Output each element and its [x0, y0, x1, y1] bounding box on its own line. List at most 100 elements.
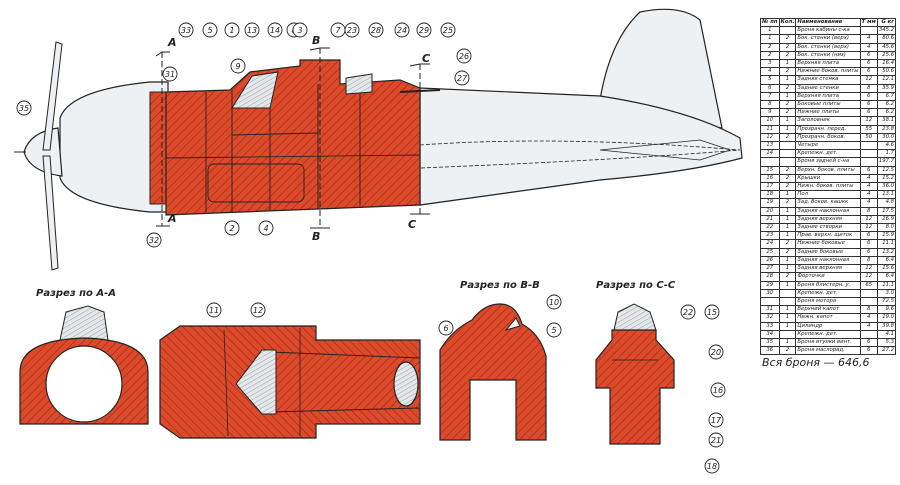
table-cell-w: 4.8	[876, 198, 897, 208]
callout-label: 26	[459, 52, 469, 61]
table-cell-pos: 2	[778, 247, 797, 257]
callout-circle	[162, 66, 178, 82]
table-cell-name: Броня кабины с-ка	[795, 26, 861, 36]
table-cell-w: 15.6	[876, 264, 897, 274]
section-bb: Разрез по B-B	[439, 280, 547, 441]
callout-label: 35	[19, 104, 29, 113]
table-cell-thk: 6	[859, 239, 878, 249]
table-cell-pos	[778, 329, 797, 339]
callout-circle	[230, 58, 246, 74]
callout-label: 9	[235, 62, 240, 71]
table-cell-name: Зад. боков. кашкк	[795, 198, 861, 208]
table-cell-w: 6.7	[876, 91, 897, 102]
callout-circle	[710, 382, 726, 398]
table-cell-w: 19.0	[876, 313, 897, 323]
callout-circle	[224, 220, 240, 236]
callout-label: 11	[209, 306, 219, 315]
table-cell-thk: 50	[859, 132, 878, 143]
table-cell-no: 1	[760, 26, 780, 36]
callout-label: 14	[270, 26, 280, 35]
section-bb-title: Разрез по B-B	[460, 280, 540, 291]
callout-circle	[368, 22, 384, 38]
table-cell-pos: 2	[778, 182, 797, 192]
armor-drawing: A A B B C C 3531335113148723282429252627…	[14, 8, 743, 474]
table-cell-pos: 1	[778, 214, 797, 225]
table-cell-no	[760, 157, 780, 167]
table-cell-name: Нижние боковые	[795, 239, 861, 249]
table-cell-pos: 2	[778, 239, 797, 249]
callout-circle	[250, 302, 266, 318]
table-cell-thk: 6	[859, 67, 878, 77]
table-cell-thk	[859, 288, 878, 298]
table-cell-w: 50.6	[876, 67, 897, 77]
table-cell-no: 18	[760, 190, 780, 200]
callout-circle	[292, 22, 308, 38]
callout-circle	[680, 304, 696, 320]
callout-label: 29	[419, 26, 429, 35]
table-cell-thk: 8	[859, 83, 878, 93]
section-bb-window	[504, 317, 521, 331]
table-cell-name: Прав. верхн. щиток	[795, 231, 861, 241]
callout-circle	[454, 70, 470, 86]
cowl-armor-ring	[149, 91, 167, 205]
table-cell-pos: 1	[778, 255, 797, 266]
table-cell-no: 33	[760, 321, 780, 331]
table-cell-thk: 4	[859, 198, 878, 208]
callout-circle	[224, 22, 240, 38]
table-cell-name: Крепежн. дет.	[795, 288, 861, 298]
callout-label: 18	[707, 462, 717, 471]
table-cell-name: Верхняя плита	[795, 59, 861, 69]
table-cell-name: Задняя стенка	[795, 75, 861, 85]
table-cell-name: Форточки	[795, 272, 861, 282]
table-cell-name: Задняя наклонная	[795, 255, 861, 266]
table-cell-thk: 12	[859, 264, 878, 274]
canopy-front-glass	[231, 71, 279, 109]
callout-label: 10	[549, 298, 559, 307]
table-cell-pos: 2	[778, 132, 797, 143]
table-cell-name: Прозрачн. боков.	[795, 132, 861, 143]
table-cell-thk: 55	[859, 124, 878, 134]
table-cell-w: 45.6	[876, 42, 897, 52]
callout-label: 13	[247, 26, 257, 35]
callout-circle	[438, 320, 454, 336]
table-cell-w: 5.3	[876, 337, 897, 348]
table-cell-no: 30	[760, 288, 780, 298]
table-cell-thk: 12	[859, 272, 878, 282]
table-cell-w: 15.9	[876, 231, 897, 241]
table-cell-no: 36	[760, 346, 780, 356]
table-cell-name: Цилиндр	[795, 321, 861, 331]
table-cell-w: 38.1	[876, 116, 897, 126]
table-cell-no: 8	[760, 100, 780, 110]
table-cell-pos	[778, 149, 797, 159]
table-cell-pos: 1	[778, 124, 797, 134]
table-cell-w: 13.2	[876, 247, 897, 257]
table-cell-pos: 1	[778, 91, 797, 102]
table-cell-no: 29	[760, 280, 780, 290]
table-cell-no: 22	[760, 223, 780, 233]
callout-circle	[708, 344, 724, 360]
table-cell-no: 25	[760, 247, 780, 257]
tailplane	[599, 139, 732, 161]
table-cell-thk	[859, 157, 878, 167]
table-cell-pos: 2	[778, 272, 797, 282]
table-cell-no: 26	[760, 255, 780, 266]
table-cell-pos: 1	[778, 59, 797, 69]
callout-label: 15	[707, 308, 717, 317]
table-cell-thk: 4	[859, 42, 878, 52]
table-cell-pos: 2	[778, 165, 797, 175]
table-cell-name: Верхняя плита	[795, 91, 861, 102]
table-cell-w: 6.2	[876, 108, 897, 118]
table-cell-name: Броня маслорад.	[795, 346, 861, 356]
callout-label: 3	[297, 26, 302, 35]
table-cell-thk: 6	[859, 91, 878, 102]
table-cell-thk: 6	[859, 50, 878, 61]
